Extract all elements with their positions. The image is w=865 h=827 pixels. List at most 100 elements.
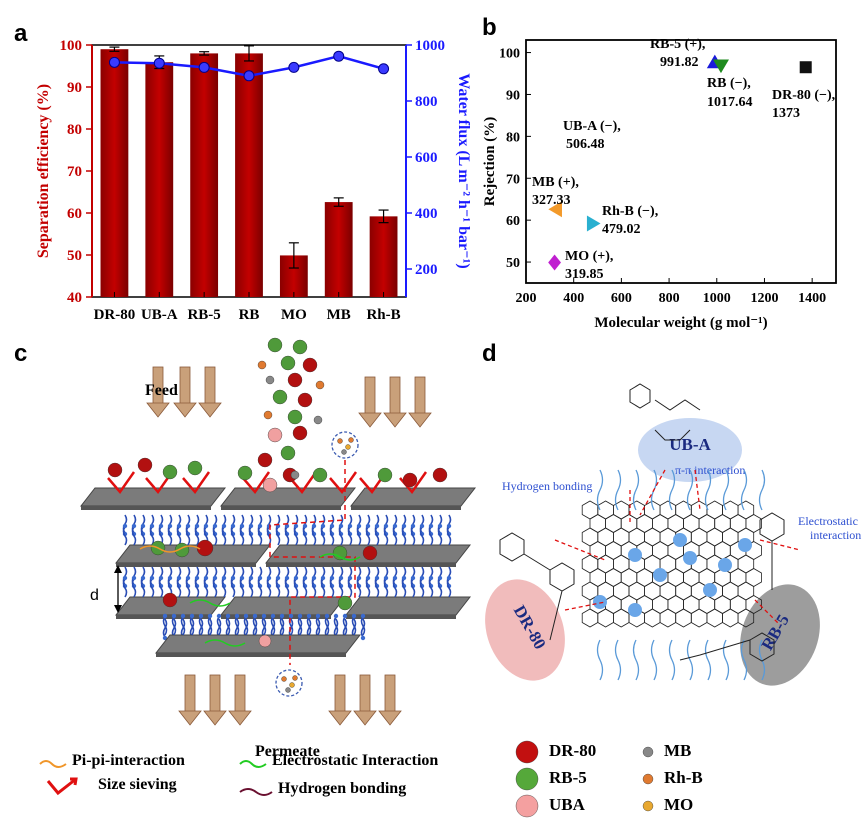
label-DR-80-mw: 1373	[772, 106, 800, 121]
cluster-bottom-dye-2	[285, 687, 291, 693]
point-DR-80	[799, 61, 812, 74]
sheet-top-2	[219, 487, 357, 507]
permeate-arrow-2	[228, 674, 252, 726]
sheet-bottom-edge	[156, 653, 346, 657]
point-RB	[712, 59, 729, 74]
permeation-path	[269, 460, 356, 665]
y-tick-80: 80	[67, 122, 82, 138]
point-MB	[548, 201, 562, 218]
feed-arrow-right-2	[408, 376, 432, 428]
permeate-arrow-1	[203, 674, 227, 726]
sheet-low-2	[219, 596, 347, 616]
y-tick-b-80: 80	[506, 130, 520, 145]
flux-point-DR-80	[108, 56, 120, 68]
legend-size-sieving: Size sieving	[98, 776, 177, 793]
n-plus-site-3	[718, 558, 732, 572]
x-tick-b-1000: 1000	[703, 291, 731, 306]
sheet-top-1-edge	[81, 506, 211, 510]
x-tick-DR-80: DR-80	[94, 307, 136, 323]
n-plus-site-5	[703, 583, 717, 597]
feed-arrow-right-1	[383, 376, 407, 428]
dye-green-1	[187, 460, 203, 476]
flux-point-MO	[288, 61, 300, 73]
cloud-dye-14	[292, 425, 308, 441]
chain-top-6	[704, 469, 712, 511]
legend-hydrogen-bonding: Hydrogen bonding	[278, 780, 407, 797]
sheet-bottom	[154, 634, 362, 654]
electro-line-1	[189, 599, 231, 607]
permeate-label: Permeate	[255, 743, 320, 760]
chains-low-up	[122, 575, 452, 598]
x-axis-label-b: Molecular weight (g mol⁻¹)	[594, 315, 767, 331]
y-tick-b-100: 100	[499, 47, 520, 62]
bar-RB-5	[190, 53, 219, 298]
trapped-red-2	[162, 592, 178, 608]
chain-bottom-1	[614, 639, 622, 681]
legend-label-UBA: UBA	[549, 795, 585, 814]
feed-arrow-1	[173, 366, 197, 418]
legend-label-MO: MO	[664, 795, 694, 814]
cloud-dye-0	[267, 337, 283, 353]
flux-point-RB	[243, 70, 255, 82]
chain-bottom-4	[668, 639, 676, 681]
y-tick-100: 100	[60, 38, 83, 54]
uba-skeleton	[629, 383, 701, 441]
bar-Rh-B	[369, 216, 398, 297]
permeate-arrow-right-0	[328, 674, 352, 726]
small-dye-cluster-top	[331, 431, 359, 459]
x-tick-b-800: 800	[659, 291, 680, 306]
schematic-c-membrane	[79, 337, 477, 726]
cloud-dye-8	[272, 389, 288, 405]
electro-line-0	[319, 553, 361, 561]
panel-label-a: a	[14, 20, 28, 47]
y2-axis-label-a: Water flux (L m⁻² h⁻¹ bar⁻¹)	[455, 73, 472, 268]
legend-marker-MO	[642, 800, 654, 812]
dye-green-2	[237, 465, 253, 481]
cluster-top-dye-1	[345, 444, 351, 450]
flux-point-Rh-B	[378, 63, 390, 75]
flux-point-MB	[333, 50, 345, 62]
legend-label-Rh-B: Rh-B	[664, 768, 703, 787]
rb5-skeleton	[679, 512, 785, 662]
legend-marker-UBA	[515, 794, 539, 818]
sieve-arrow-3	[242, 471, 271, 495]
chain-top-7	[722, 469, 730, 511]
chains-bottom-up	[162, 613, 366, 636]
y2-tick-800: 800	[415, 94, 438, 110]
sieve-arrow-5	[329, 471, 358, 495]
n-plus-site-8	[673, 533, 687, 547]
chain-top-0	[596, 469, 604, 511]
label-RB-name: RB (−),	[707, 76, 751, 91]
bar-RB	[235, 53, 263, 298]
sheet-top-1	[79, 487, 227, 507]
cloud-dye-16	[257, 452, 273, 468]
cluster-bottom-dye-1	[289, 682, 295, 688]
cloud-dye-1	[292, 339, 308, 355]
trapped-green-3	[337, 595, 353, 611]
trapped-pink-0	[258, 634, 272, 648]
label-MO-mw: 319.85	[565, 267, 604, 282]
hbond-legend-line	[239, 788, 273, 796]
flux-point-UB-A	[153, 57, 165, 69]
dye-green-3	[312, 467, 328, 483]
chains-mid-up	[122, 523, 452, 546]
label-RB-5-mw: 991.82	[660, 55, 699, 70]
d-arrow-head-bottom	[114, 605, 122, 613]
cluster-bottom-dye-0	[281, 676, 287, 682]
chain-top-9	[758, 469, 766, 511]
cluster-top-dye-0	[337, 438, 343, 444]
plot-frame-b	[525, 39, 837, 284]
sheet-low-3	[344, 596, 472, 616]
d-arrow-head-top	[114, 565, 122, 573]
dye-green-4	[377, 467, 393, 483]
trapped-green-2	[332, 545, 348, 561]
electrostatic-annotation-2: interaction	[810, 528, 861, 542]
cluster-top-dye-2	[341, 449, 347, 455]
cloud-dye-12	[313, 415, 323, 425]
cloud-dye-2	[257, 360, 267, 370]
size-sieving-legend-icon	[46, 777, 78, 796]
chain-bottom-9	[758, 639, 766, 681]
